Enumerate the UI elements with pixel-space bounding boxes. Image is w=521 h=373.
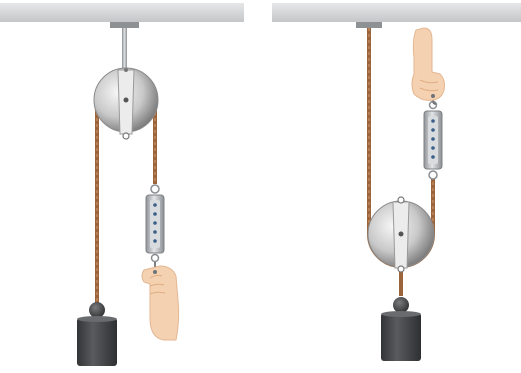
spring-scale-icon xyxy=(145,184,165,273)
pulley-icon xyxy=(93,67,159,140)
weight-icon xyxy=(77,302,117,366)
ceiling-bar xyxy=(0,3,244,22)
ceiling-bar xyxy=(272,3,521,22)
hand-icon xyxy=(411,27,445,101)
panel-fixed-pulley xyxy=(0,3,244,366)
rope-anchor xyxy=(356,22,382,28)
hook-icon xyxy=(432,96,437,105)
pulley-mount-rod xyxy=(122,28,127,68)
panel-movable-pulley xyxy=(272,3,521,361)
weight-icon xyxy=(381,297,421,361)
spring-scale-icon xyxy=(423,96,443,180)
pulley-mount-plate xyxy=(110,22,139,28)
hand-icon xyxy=(141,265,180,341)
pulley-icon xyxy=(367,196,435,273)
